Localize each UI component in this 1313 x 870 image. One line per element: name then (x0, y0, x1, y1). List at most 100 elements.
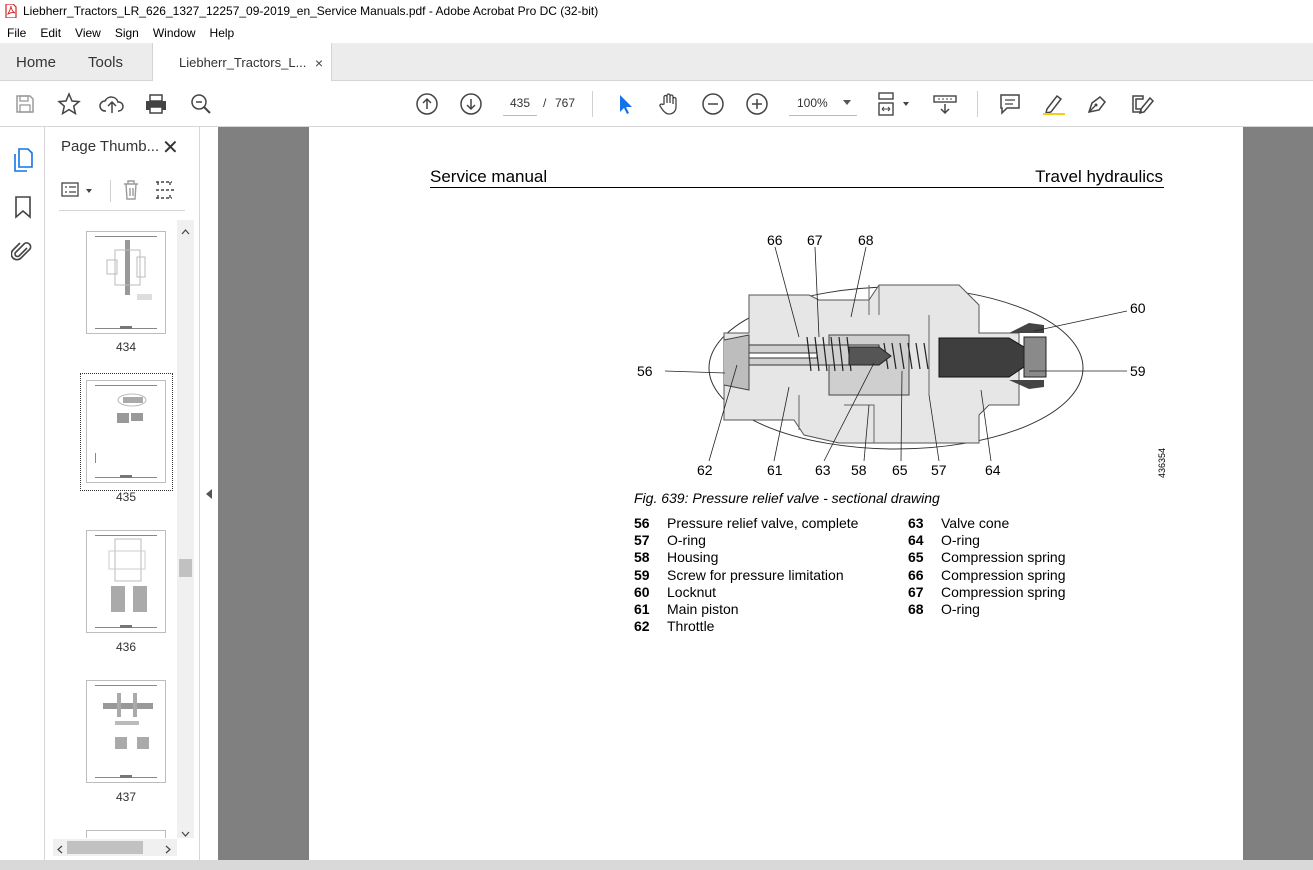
legend-number: 66 (908, 566, 924, 583)
title-bar: Liebherr_Tractors_LR_626_1327_12257_09-2… (0, 0, 1313, 22)
pressure-relief-valve-drawing: 66 67 68 60 56 59 62 61 63 58 65 57 64 (637, 232, 1146, 478)
highlight-pen-icon[interactable] (1041, 91, 1067, 117)
callout-57: 57 (931, 462, 947, 478)
menu-edit[interactable]: Edit (40, 25, 62, 40)
legend-number: 62 (634, 618, 650, 635)
legend-number: 67 (908, 583, 924, 600)
legend-text: Pressure relief valve, complete (667, 515, 859, 531)
collapse-left-icon[interactable] (205, 488, 213, 503)
thumbnail-page-label: 437 (115, 790, 137, 804)
callout-56: 56 (637, 363, 653, 379)
chevron-up-icon[interactable] (181, 224, 190, 238)
page-thumbnail[interactable] (86, 680, 166, 783)
panel-collapse-strip[interactable] (200, 127, 218, 860)
legend-number: 59 (634, 566, 650, 583)
page-fit-icon[interactable] (876, 91, 912, 117)
legend-number: 68 (908, 600, 924, 617)
header-rule (430, 187, 1164, 188)
legend-text: Compression spring (941, 566, 1066, 583)
menu-file[interactable]: File (7, 25, 27, 40)
page-thumbnail[interactable] (86, 830, 166, 838)
thumbnail-options-icon[interactable] (61, 181, 95, 202)
print-icon[interactable] (143, 91, 169, 117)
acrobat-icon (5, 3, 17, 19)
zoom-out-icon[interactable] (700, 91, 726, 117)
page-thumbnails-icon[interactable] (11, 147, 35, 176)
tab-close-button[interactable]: × (314, 54, 323, 71)
chevron-down-icon (843, 100, 851, 105)
thumbnail-horizontal-scrollbar[interactable] (53, 839, 177, 856)
chevron-left-icon[interactable] (57, 843, 63, 857)
taskbar-strip (0, 860, 1313, 870)
page-header-left: Service manual (430, 167, 548, 186)
star-icon[interactable] (56, 91, 82, 117)
pdf-page: Service manual Travel hydraulics (309, 127, 1243, 860)
page-thumbnail[interactable] (86, 530, 166, 633)
legend-text: O-ring (667, 532, 706, 549)
figure-id: 436354 (1157, 447, 1167, 478)
chevron-down-icon[interactable] (181, 826, 190, 840)
tab-document-label: Liebherr_Tractors_L... (179, 55, 307, 70)
panel-tools-divider (59, 210, 185, 211)
attachment-icon[interactable] (10, 239, 33, 268)
toolbar (0, 81, 1313, 127)
tab-document[interactable]: Liebherr_Tractors_L... × (152, 43, 332, 82)
zoom-select[interactable]: 100% (789, 90, 857, 116)
draw-pen-icon[interactable] (1085, 91, 1111, 117)
tab-tools[interactable]: Tools (88, 53, 124, 71)
page-thumbnail[interactable] (86, 231, 166, 334)
callout-62: 62 (697, 462, 713, 478)
callout-64: 64 (985, 462, 1001, 478)
panel-close-button[interactable]: ✕ (162, 137, 179, 159)
delete-page-icon[interactable] (122, 179, 140, 204)
toolbar-divider (977, 91, 978, 117)
page-number-input[interactable] (503, 90, 537, 116)
window-title: Liebherr_Tractors_LR_626_1327_12257_09-2… (23, 4, 599, 18)
thumbnail-vertical-scrollbar[interactable] (177, 220, 194, 838)
next-page-icon[interactable] (458, 91, 484, 117)
callout-67: 67 (807, 232, 823, 248)
legend-text: Locknut (667, 583, 717, 600)
fill-sign-icon[interactable] (1129, 91, 1155, 117)
callout-59: 59 (1130, 363, 1146, 379)
menu-view[interactable]: View (75, 25, 101, 40)
legend-text: O-ring (941, 600, 980, 617)
toolbar-divider (592, 91, 593, 117)
menu-window[interactable]: Window (152, 25, 196, 40)
select-cursor-icon[interactable] (612, 91, 638, 117)
menu-sign[interactable]: Sign (114, 25, 139, 40)
save-icon[interactable] (12, 91, 38, 117)
zoom-search-icon[interactable] (188, 91, 214, 117)
comment-icon[interactable] (997, 91, 1023, 117)
menu-help[interactable]: Help (209, 25, 235, 40)
legend-row: 68 O-ring (908, 601, 1066, 618)
upload-cloud-icon[interactable] (99, 91, 125, 117)
page-thumbnail[interactable] (86, 380, 166, 483)
callout-60: 60 (1130, 300, 1146, 316)
bookmark-icon[interactable] (14, 195, 32, 222)
scrollbar-thumb[interactable] (67, 841, 143, 854)
tab-home[interactable]: Home (16, 53, 57, 71)
previous-page-icon[interactable] (414, 91, 440, 117)
rotate-page-icon[interactable] (154, 179, 176, 204)
thumbnail-page-label: 436 (115, 640, 137, 654)
selected-thumbnail-outline (80, 373, 173, 491)
hand-tool-icon[interactable] (656, 91, 682, 117)
chevron-right-icon[interactable] (165, 843, 171, 857)
panel-title: Page Thumb... (61, 138, 160, 155)
legend-number: 65 (908, 549, 924, 566)
legend-number: 56 (634, 515, 650, 531)
scroll-mode-icon[interactable] (932, 91, 958, 117)
document-viewer[interactable]: Service manual Travel hydraulics (218, 127, 1313, 860)
scrollbar-thumb[interactable] (179, 559, 192, 577)
callout-63: 63 (815, 462, 831, 478)
zoom-in-icon[interactable] (744, 91, 770, 117)
